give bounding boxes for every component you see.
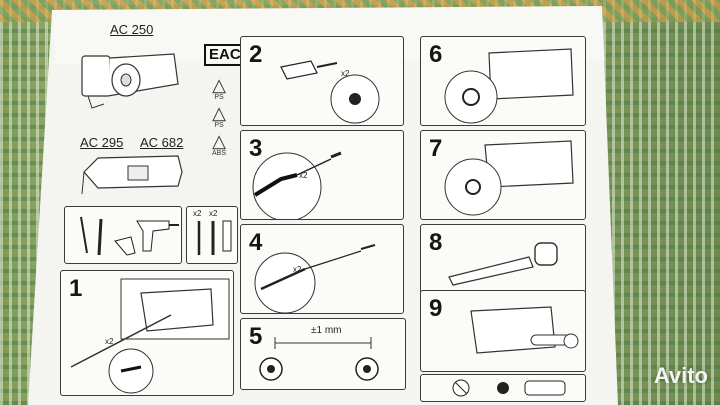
step-number: 9 bbox=[429, 295, 443, 322]
paper-holder-illustration bbox=[81, 53, 179, 109]
recycling-icon: △ABS bbox=[208, 132, 230, 158]
step-panel-9: 9 bbox=[420, 290, 586, 372]
step-number: 7 bbox=[429, 135, 443, 162]
quantity-label: x2 bbox=[299, 171, 308, 180]
quantity-label: x2 bbox=[341, 69, 350, 78]
care-icons-panel bbox=[420, 374, 586, 402]
step-panel-4: 4 x2 bbox=[240, 224, 404, 314]
recycling-icon: △PS bbox=[208, 104, 230, 130]
step-panel-7: 7 bbox=[420, 130, 586, 220]
model-label: AC 250 bbox=[110, 22, 154, 37]
quantity-label: x2 bbox=[105, 337, 114, 346]
model-label: AC 682 bbox=[140, 135, 184, 150]
quantity-label: x2 bbox=[193, 209, 202, 218]
step-panel-8: 8 bbox=[420, 224, 586, 294]
recycling-code: PS bbox=[214, 122, 224, 129]
step-panel-1: 1 x2 bbox=[60, 270, 234, 396]
step-number: 2 bbox=[249, 41, 263, 68]
quantity-label: x2 bbox=[209, 209, 218, 218]
step-panel-6: 6 bbox=[420, 36, 586, 126]
holder-illustration bbox=[81, 155, 183, 195]
step-panel-3: 3 x2 bbox=[240, 130, 404, 220]
recycling-code: ABS bbox=[211, 150, 226, 157]
spacing-label: ±1 mm bbox=[311, 325, 342, 336]
step-number: 3 bbox=[249, 135, 263, 162]
step-number: 6 bbox=[429, 41, 443, 68]
step-number: 8 bbox=[429, 229, 443, 256]
step-number: 1 bbox=[69, 275, 83, 302]
screws-panel: x2 x2 bbox=[186, 206, 238, 264]
step-number: 4 bbox=[249, 229, 263, 256]
step-panel-5: 5 ±1 mm bbox=[240, 318, 406, 390]
watermark: Avito bbox=[653, 363, 708, 388]
model-label: AC 295 bbox=[80, 135, 124, 150]
recycling-icon: △PS bbox=[208, 76, 230, 102]
quantity-label: x2 bbox=[293, 265, 302, 274]
step-panel-2: 2 x2 bbox=[240, 36, 404, 126]
recycling-code: PS bbox=[214, 94, 224, 101]
tools-panel bbox=[64, 206, 182, 264]
step-number: 5 bbox=[249, 323, 263, 350]
